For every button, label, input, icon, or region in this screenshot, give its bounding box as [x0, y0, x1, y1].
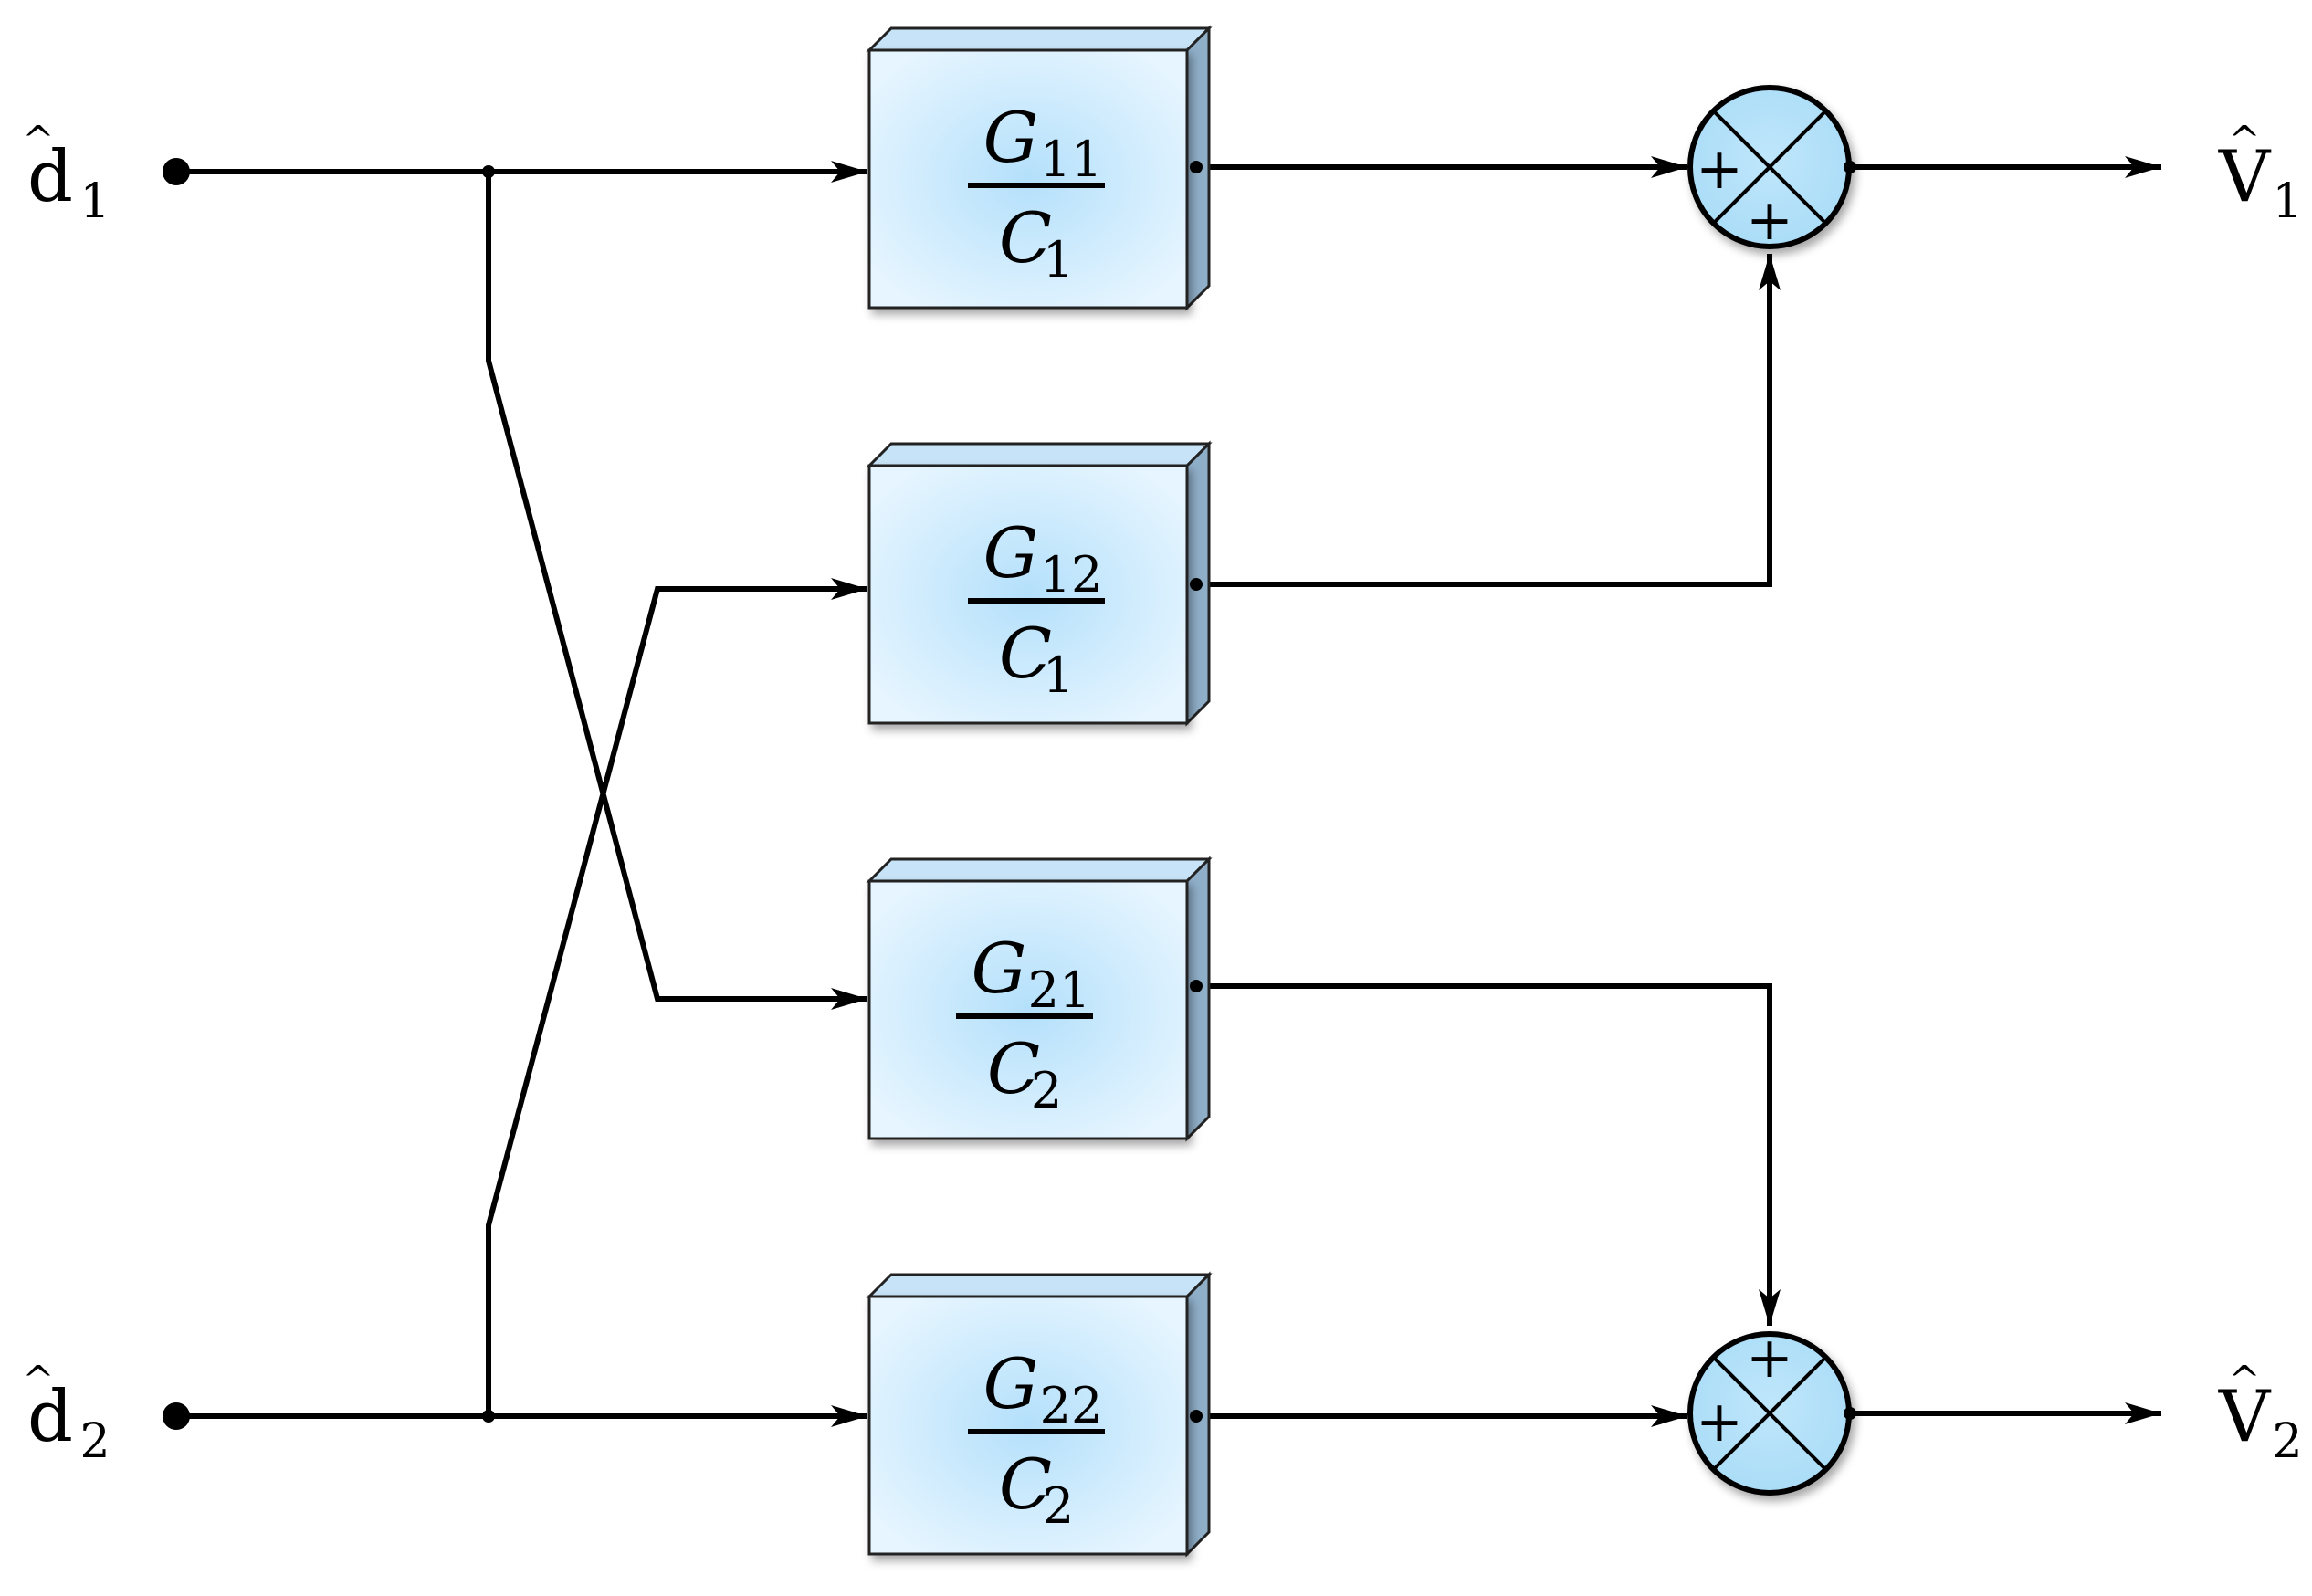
block-top-face	[866, 1273, 1213, 1298]
sum1-sign-left: +	[1696, 135, 1743, 202]
sum1-cross-b	[1712, 110, 1827, 225]
input-d1-base: d	[27, 136, 73, 218]
block-front-face	[867, 879, 1189, 1140]
output-v1-hat: ^	[2228, 118, 2260, 163]
block-top-face	[866, 857, 1213, 883]
numerator-base: G	[983, 1343, 1039, 1424]
block-output-port	[1190, 1410, 1203, 1423]
denominator-sub: 2	[1031, 1062, 1062, 1119]
output-label-v1: ^ V 1	[2218, 118, 2303, 229]
input-d1-hat: ^	[22, 118, 54, 163]
block-front-face	[867, 48, 1189, 310]
block-side-face	[1185, 856, 1211, 1142]
denominator-sub: 1	[1043, 646, 1074, 704]
input-d2-base: d	[27, 1376, 73, 1458]
output-v2-sub: 2	[2272, 1414, 2302, 1469]
sum2-cross-b	[1712, 1356, 1827, 1471]
denominator-sub: 2	[1043, 1477, 1074, 1535]
input-d1-sub: 1	[79, 174, 110, 229]
numerator-sub: 11	[1040, 131, 1103, 188]
output-v2-base: V	[2218, 1376, 2272, 1458]
sum1-output-dot	[1844, 161, 1856, 173]
junction-d1	[482, 165, 495, 178]
summing-junction-2: + +	[1687, 1324, 1856, 1496]
sum1-sign-bottom: +	[1746, 186, 1793, 253]
numerator-sub: 22	[1040, 1377, 1103, 1434]
numerator-base: G	[983, 512, 1039, 593]
block-front-face	[867, 1295, 1189, 1556]
numerator-base: G	[983, 97, 1039, 178]
block-front-face	[867, 464, 1189, 725]
denominator-base: C	[999, 1444, 1052, 1525]
denominator-base: C	[987, 1028, 1040, 1109]
input-d2-sub: 2	[79, 1414, 110, 1469]
denominator-base: C	[999, 197, 1052, 278]
output-v2-hat: ^	[2228, 1358, 2260, 1402]
input-label-d1: ^ d 1	[22, 118, 110, 229]
sum2-sign-top: +	[1746, 1324, 1793, 1391]
wire-d2-to-g12	[486, 578, 867, 1416]
denominator-sub: 1	[1043, 231, 1074, 289]
block-output-port	[1190, 980, 1203, 992]
numerator-base: G	[972, 928, 1027, 1009]
numerator-sub: 21	[1028, 961, 1091, 1019]
block-top-face	[866, 26, 1213, 52]
sum2-sign-left: +	[1696, 1388, 1743, 1454]
denominator-base: C	[999, 613, 1052, 694]
block-top-face	[866, 442, 1213, 467]
wire-d1-to-g21	[486, 172, 867, 1010]
output-v1-base: V	[2218, 136, 2272, 218]
summing-junction-1: + +	[1687, 85, 1856, 253]
sum2-output-dot	[1844, 1407, 1856, 1420]
output-label-v2: ^ V 2	[2218, 1358, 2303, 1469]
input-d2-hat: ^	[22, 1358, 54, 1402]
wire-g21-to-sum2	[1196, 983, 1781, 1326]
block-output-port	[1190, 578, 1203, 591]
wire-g12-to-sum1	[1196, 254, 1781, 587]
numerator-sub: 12	[1040, 546, 1103, 604]
output-v1-sub: 1	[2272, 174, 2302, 229]
junction-d2	[482, 1410, 495, 1423]
block-output-port	[1190, 161, 1203, 173]
input-label-d2: ^ d 2	[22, 1358, 110, 1469]
